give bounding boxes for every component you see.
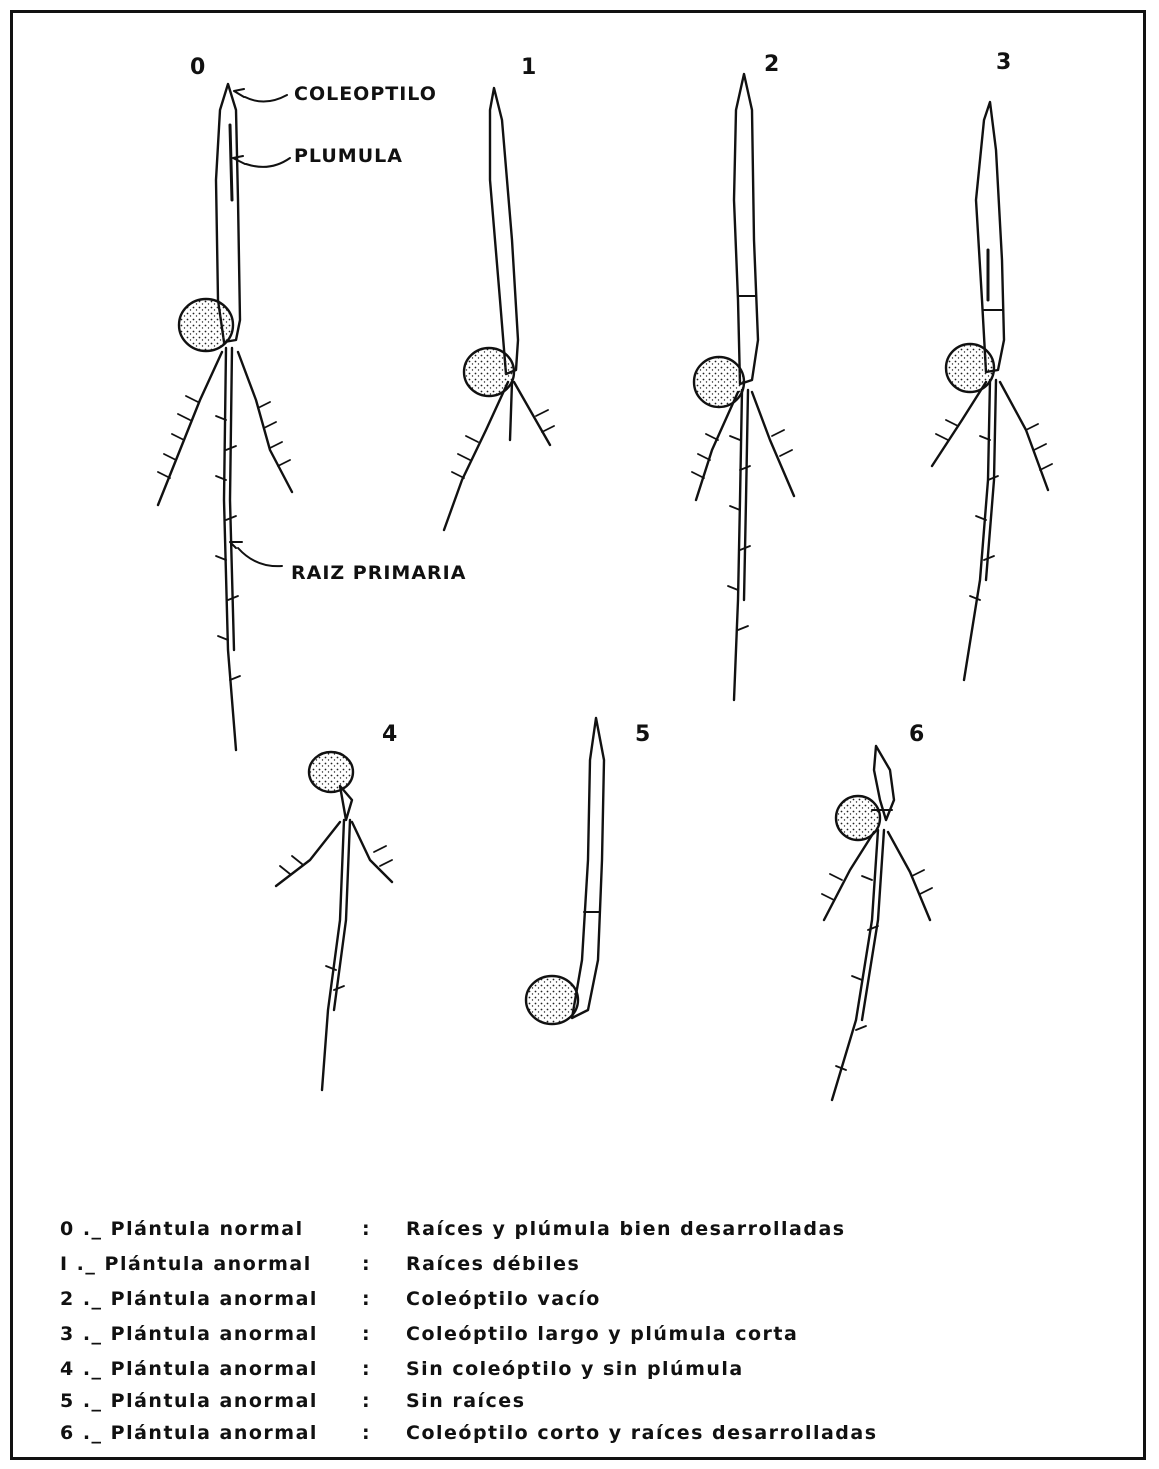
seedling-number-5: 5	[635, 722, 651, 747]
seed-1	[464, 348, 514, 396]
legend-description: Coleóptilo vacío	[406, 1288, 601, 1310]
seedling-number-1: 1	[521, 55, 537, 80]
legend-label: I ._ Plántula anormal	[60, 1253, 312, 1275]
primary-root-2	[734, 390, 742, 700]
root-2b	[752, 392, 794, 496]
legend-separator: :	[362, 1390, 371, 1412]
coleoptile-callout: COLEOPTILO	[294, 83, 437, 105]
coleoptile-5	[572, 718, 604, 1018]
seedling-number-6: 6	[909, 722, 925, 747]
seedling-4	[276, 752, 392, 1090]
legend-label: 6 ._ Plántula anormal	[60, 1422, 318, 1444]
legend-separator: :	[362, 1358, 371, 1380]
legend-separator: :	[362, 1253, 371, 1275]
legend-description: Raíces débiles	[406, 1253, 580, 1275]
legend-separator: :	[362, 1288, 371, 1310]
coleoptile-3	[976, 102, 1004, 372]
seedling-0	[158, 84, 292, 750]
seedling-number-3: 3	[996, 50, 1012, 75]
seed-3	[946, 344, 994, 392]
legend-label: 4 ._ Plántula anormal	[60, 1358, 318, 1380]
legend-label: 2 ._ Plántula anormal	[60, 1288, 318, 1310]
root-2a	[696, 392, 738, 500]
coleoptile-1	[490, 88, 518, 374]
root-1a	[444, 382, 508, 530]
seedling-number-2: 2	[764, 52, 780, 77]
seedling-number-4: 4	[382, 722, 398, 747]
legend-label: 0 ._ Plántula normal	[60, 1218, 304, 1240]
root-6b	[888, 832, 930, 920]
plumule-0	[230, 125, 232, 200]
root-1c	[514, 382, 550, 445]
root-4a	[276, 822, 340, 886]
legend-description: Raíces y plúmula bien desarrolladas	[406, 1218, 846, 1240]
legend-separator: :	[362, 1218, 371, 1240]
seedling-3	[932, 102, 1052, 680]
seed-5	[526, 976, 578, 1024]
legend-description: Sin raíces	[406, 1390, 526, 1412]
legend-label: 5 ._ Plántula anormal	[60, 1390, 318, 1412]
root-3b	[1000, 382, 1048, 490]
root-4b	[352, 822, 392, 882]
seminal-root-0a	[158, 352, 222, 505]
root-6a	[824, 832, 874, 920]
primary-root-3	[964, 380, 990, 680]
primary-root-callout: RAIZ PRIMARIA	[291, 562, 466, 584]
seedling-2	[692, 74, 794, 700]
seedling-6	[822, 746, 932, 1100]
legend-separator: :	[362, 1323, 371, 1345]
coleoptile-2	[734, 74, 758, 384]
seminal-root-0b	[238, 352, 292, 492]
seedling-1	[444, 88, 554, 530]
legend-separator: :	[362, 1422, 371, 1444]
legend-description: Sin coleóptilo y sin plúmula	[406, 1358, 744, 1380]
root-3a	[932, 382, 986, 466]
root-1b	[510, 382, 512, 440]
seed-4	[309, 752, 353, 792]
plumule-callout: PLUMULA	[294, 145, 403, 167]
seedling-number-0: 0	[190, 55, 206, 80]
seed-0	[179, 299, 233, 351]
primary-root-0	[224, 348, 236, 750]
legend-description: Coleóptilo largo y plúmula corta	[406, 1323, 798, 1345]
legend-description: Coleóptilo corto y raíces desarrolladas	[406, 1422, 878, 1444]
legend-label: 3 ._ Plántula anormal	[60, 1323, 318, 1345]
seed-2	[694, 357, 744, 407]
seedling-5	[526, 718, 604, 1024]
